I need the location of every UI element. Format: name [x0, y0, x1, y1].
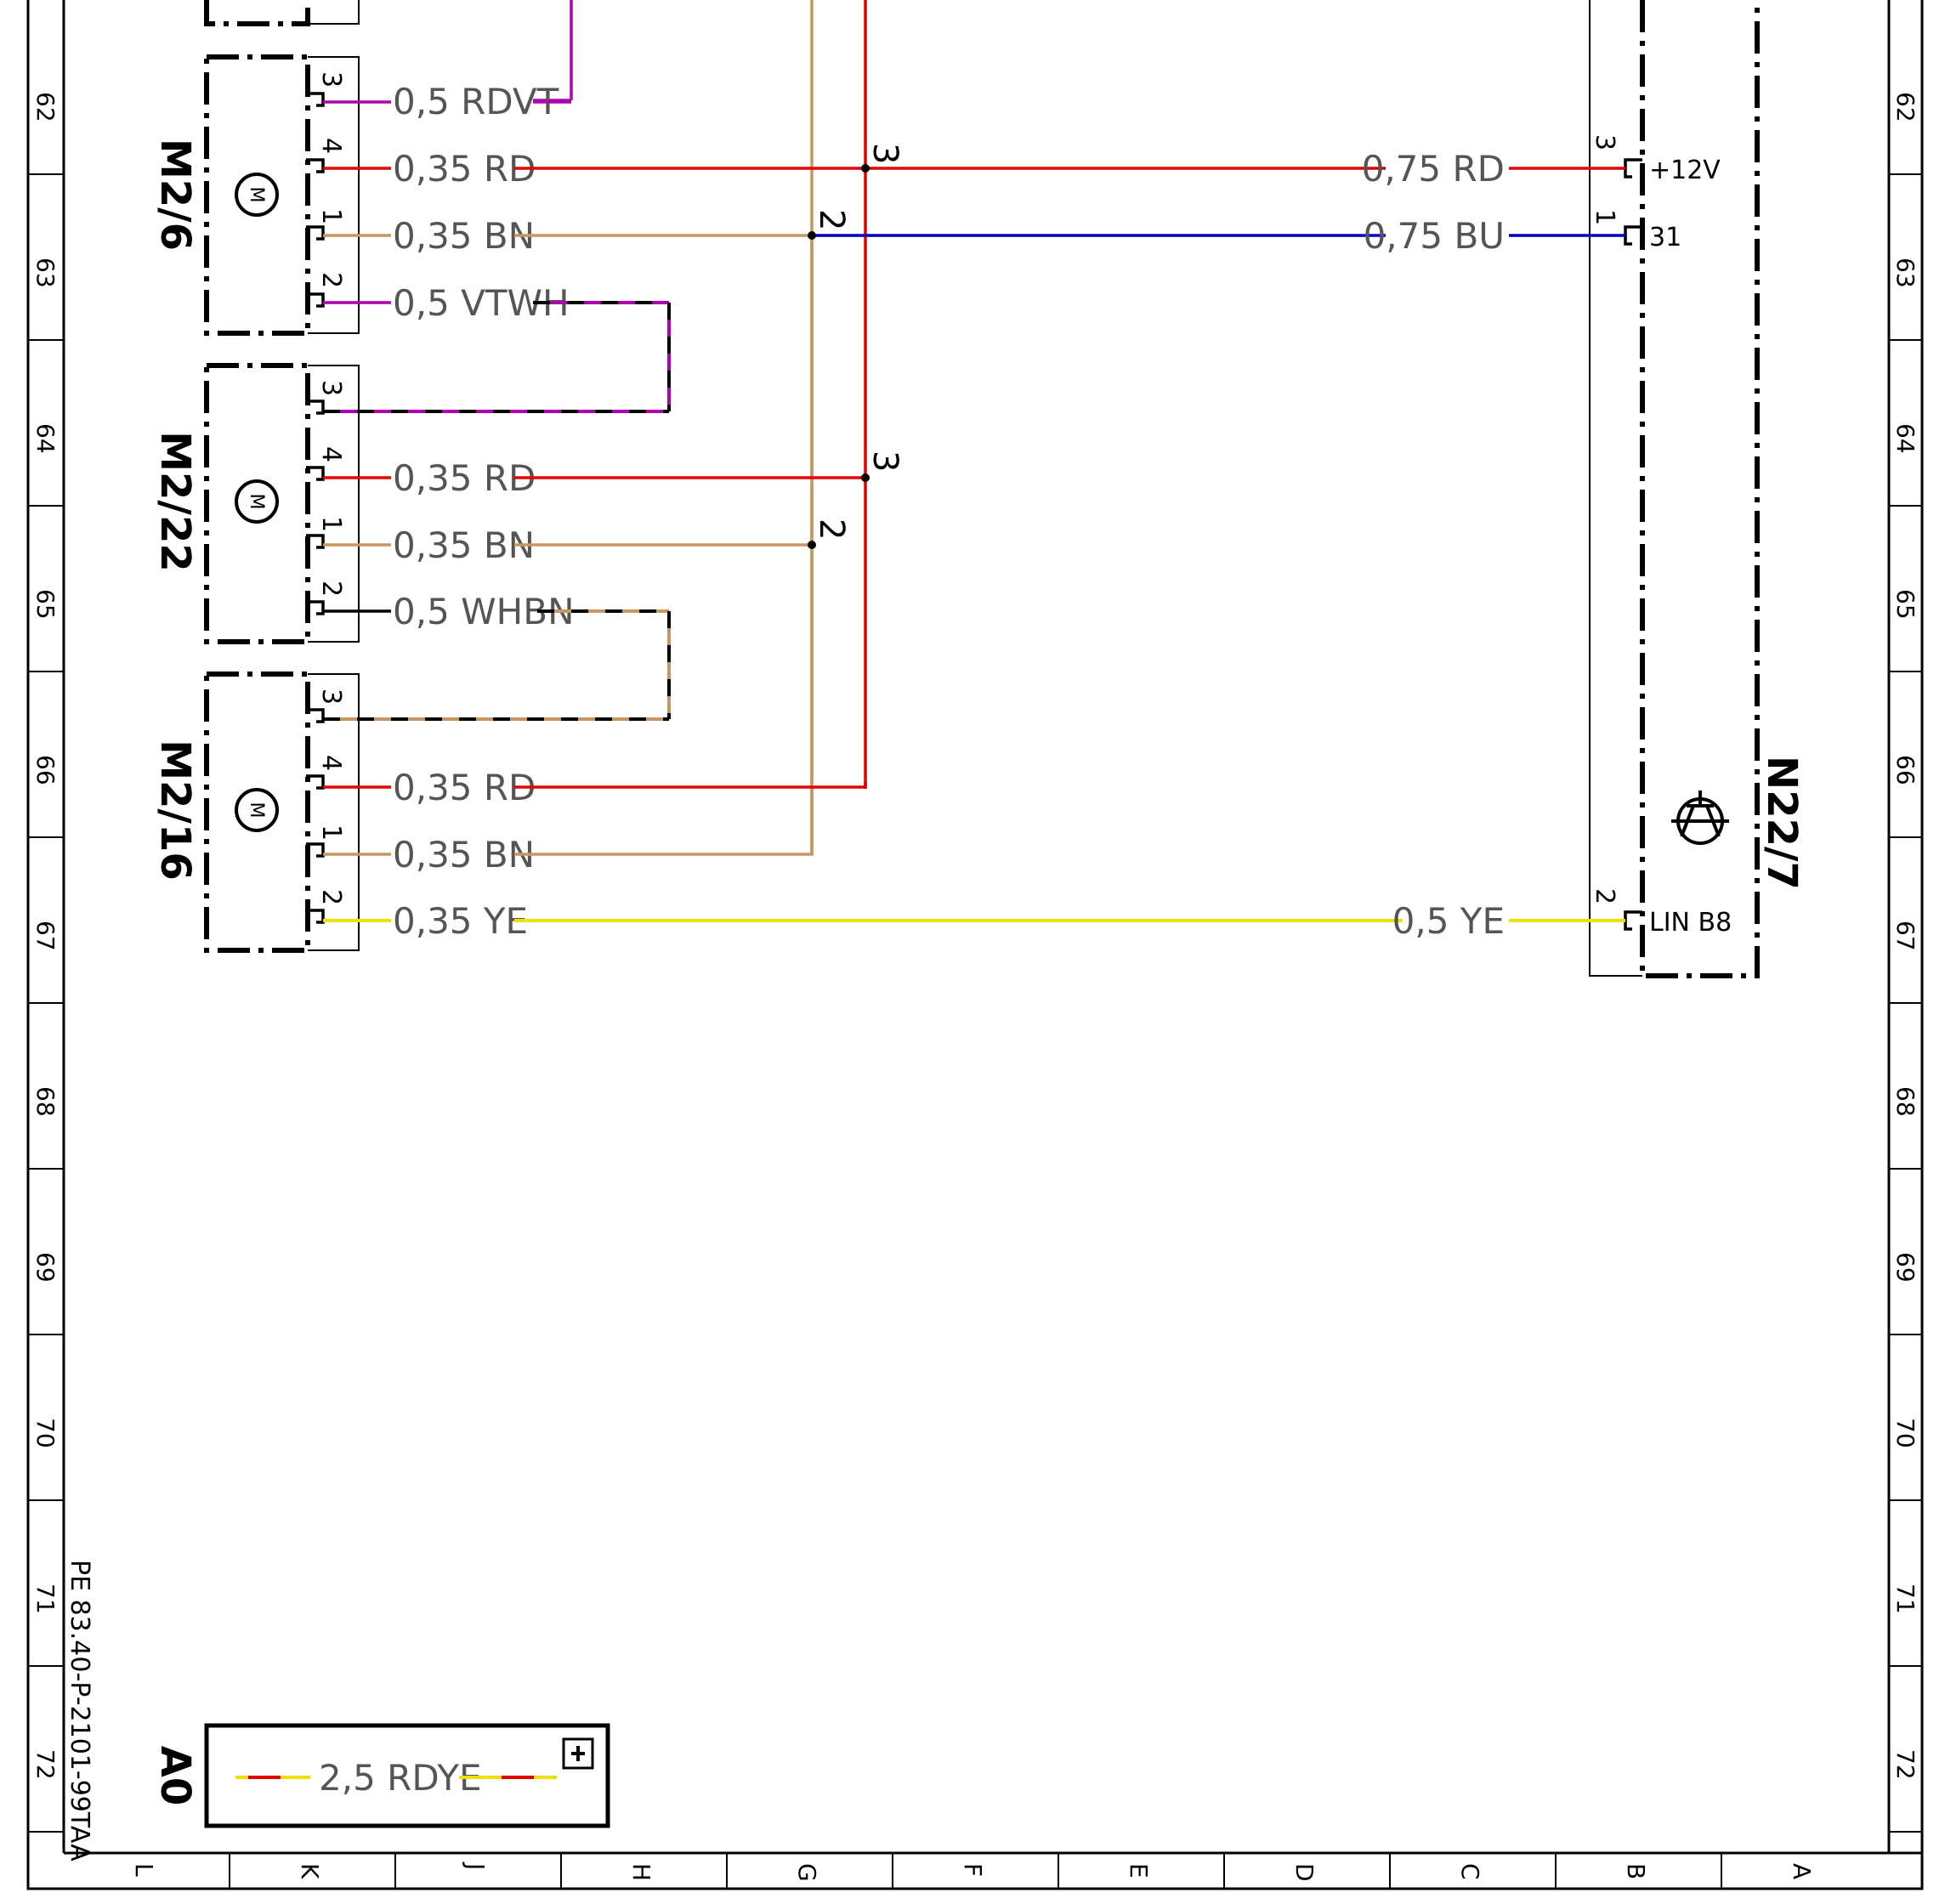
junction-label: 3 [865, 450, 904, 472]
col-label: A [1788, 1863, 1816, 1879]
component-n22-7: N22/7 3 1 2 +12V 31 LIN B8 0,75 RD [1362, 0, 1806, 978]
pin-number: 3 [1590, 134, 1619, 150]
col-label: B [1622, 1863, 1650, 1879]
pin-number: 2 [316, 581, 346, 597]
col-label: K [296, 1863, 324, 1879]
info-icon [562, 1737, 594, 1770]
pin-number: 2 [316, 889, 346, 905]
col-label: E [1125, 1863, 1153, 1878]
row-label: 66 [31, 755, 60, 785]
junction-label: 2 [812, 209, 851, 230]
wire-label: 0,35 BN [393, 524, 535, 566]
row-label: 71 [31, 1584, 60, 1614]
pin-number: 1 [316, 516, 346, 532]
row-label: 62 [31, 92, 60, 122]
col-label: L [130, 1863, 158, 1877]
motor-icon [235, 173, 279, 217]
component-label-m2-22: M2/22 [151, 431, 199, 572]
terminal-label: +12V [1649, 156, 1721, 185]
component-m2-16: M M2/16 3 4 1 2 0,35 RD 0,35 BN 0,35 YE [151, 672, 1403, 953]
wire-label: 0,5 RDVT [393, 81, 559, 122]
col-label: D [1290, 1863, 1318, 1882]
junction-label: 2 [812, 518, 851, 540]
wire-label: 0,35 RD [393, 767, 536, 808]
row-label: 69 [31, 1252, 60, 1283]
pin-number: 3 [316, 380, 346, 396]
component-label-m2-6: M2/6 [151, 139, 199, 251]
component-label-a0: A0 [151, 1746, 199, 1806]
row-label: 64 [31, 423, 60, 454]
pin-number: 2 [1590, 888, 1619, 904]
row-label: 65 [1891, 589, 1919, 620]
wire-label: 0,5 YE [1392, 900, 1505, 942]
wire-label: 0,35 YE [393, 900, 528, 942]
row-label: 65 [31, 589, 60, 620]
component-a0: A0 2,5 RDYE [151, 1723, 610, 1828]
col-label: H [627, 1863, 655, 1881]
junctions: 3 2 3 2 [808, 143, 904, 549]
pin-number: 1 [316, 824, 346, 841]
row-label: 68 [1891, 1086, 1919, 1117]
motor-symbol: M [246, 494, 267, 510]
document-number: PE 83.40-P-2101-99TAA [65, 1560, 94, 1862]
component-m2-6: M M2/6 3 4 1 2 0,5 RDVT 0,35 RD 0,35 BN … [151, 54, 1386, 411]
motor-icon [235, 788, 279, 832]
junction-label: 3 [865, 143, 904, 164]
terminal-label: LIN B8 [1649, 908, 1732, 938]
row-label: 63 [31, 258, 60, 288]
wire-label: 2,5 RDYE [319, 1757, 482, 1799]
terminal-label: 31 [1649, 223, 1681, 252]
pin-number: 3 [316, 71, 346, 88]
motor-symbol: M [246, 187, 267, 203]
row-label: 68 [31, 1086, 60, 1117]
row-label: 67 [1891, 921, 1919, 951]
row-label: 67 [31, 921, 60, 951]
row-label: 71 [1891, 1584, 1919, 1614]
row-label: 72 [31, 1749, 60, 1780]
col-label: C [1456, 1863, 1484, 1880]
motor-icon [235, 479, 279, 524]
row-label: 63 [1891, 258, 1919, 288]
transistor-icon [1671, 790, 1729, 845]
row-label: 70 [31, 1418, 60, 1448]
pin-number: 3 [316, 688, 346, 705]
wire-label: 0,35 RD [393, 148, 536, 190]
pin-number: 4 [316, 755, 346, 771]
pin-number: 1 [1590, 209, 1619, 225]
row-label: 70 [1891, 1418, 1919, 1448]
component-m2-22: M M2/22 3 4 1 2 0,35 RD 0,35 BN 0,5 WHBN [151, 363, 865, 719]
motor-symbol: M [246, 802, 267, 819]
row-label: 69 [1891, 1252, 1919, 1283]
pin-number: 4 [316, 446, 346, 462]
pin-number: 1 [316, 208, 346, 224]
component-label-m2-16: M2/16 [151, 740, 199, 881]
col-label: J [462, 1862, 490, 1870]
row-label: 62 [1891, 92, 1919, 122]
row-label: 64 [1891, 423, 1919, 454]
pin-number: 2 [316, 272, 346, 288]
drawing-frame: 62 62 63 63 64 64 65 65 66 66 67 67 68 6… [26, 0, 1924, 1890]
wire-label: 0,35 BN [393, 215, 535, 257]
wire-label: 0,35 BN [393, 834, 535, 876]
row-label: 66 [1891, 755, 1919, 785]
wire-label: 0,75 RD [1362, 148, 1505, 190]
wire-label: 0,75 BU [1364, 215, 1505, 257]
wire-label: 0,35 RD [393, 457, 536, 499]
row-label: 72 [1891, 1749, 1919, 1780]
col-label: G [793, 1863, 821, 1882]
pin-number: 4 [316, 138, 346, 154]
component-label-n22-7: N22/7 [1758, 756, 1806, 890]
col-label: F [959, 1863, 987, 1877]
